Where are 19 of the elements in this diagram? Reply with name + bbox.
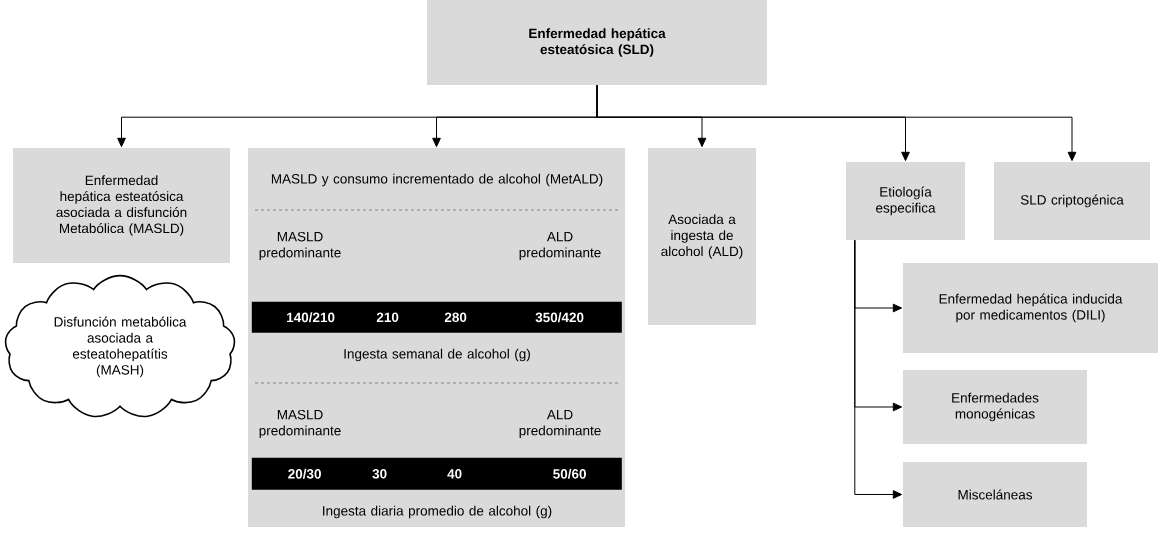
scale-bar: 140/210 210 280 350/420 xyxy=(251,301,622,333)
category-box: Etiología especifica xyxy=(846,162,965,240)
range-label: ALD predominante xyxy=(519,409,601,439)
range-label: MASLD predominante xyxy=(259,409,341,439)
axis-caption: Ingesta diaria promedio de alcohol (g) xyxy=(323,505,552,519)
axis-caption: Ingesta semanal de alcohol (g) xyxy=(344,348,530,362)
category-box: Misceláneas xyxy=(903,462,1087,527)
category-box: Enfermedad hepática inducida por medicamentos (DILI) xyxy=(903,263,1158,353)
scale-bar: 20/30 30 40 50/60 xyxy=(251,457,622,490)
category-box: Enfermedades monogénicas xyxy=(903,370,1087,444)
arrow xyxy=(596,84,1077,162)
range-label: ALD predominante xyxy=(519,231,601,261)
category-box: SLD criptogénica xyxy=(994,162,1150,240)
category-box: Asociada a ingesta de alcohol (ALD) xyxy=(648,148,756,325)
category-box: Enfermedad hepática esteatósica asociada a disfunción Metabólica (MASLD) xyxy=(13,148,230,263)
arrow xyxy=(854,239,903,499)
category-box: Enfermedad hepática esteatósica (SLD) xyxy=(427,0,767,85)
range-label: MASLD predominante xyxy=(259,231,341,261)
panel-heading: MASLD y consumo incrementado de alcohol (MetALD) xyxy=(271,173,603,187)
